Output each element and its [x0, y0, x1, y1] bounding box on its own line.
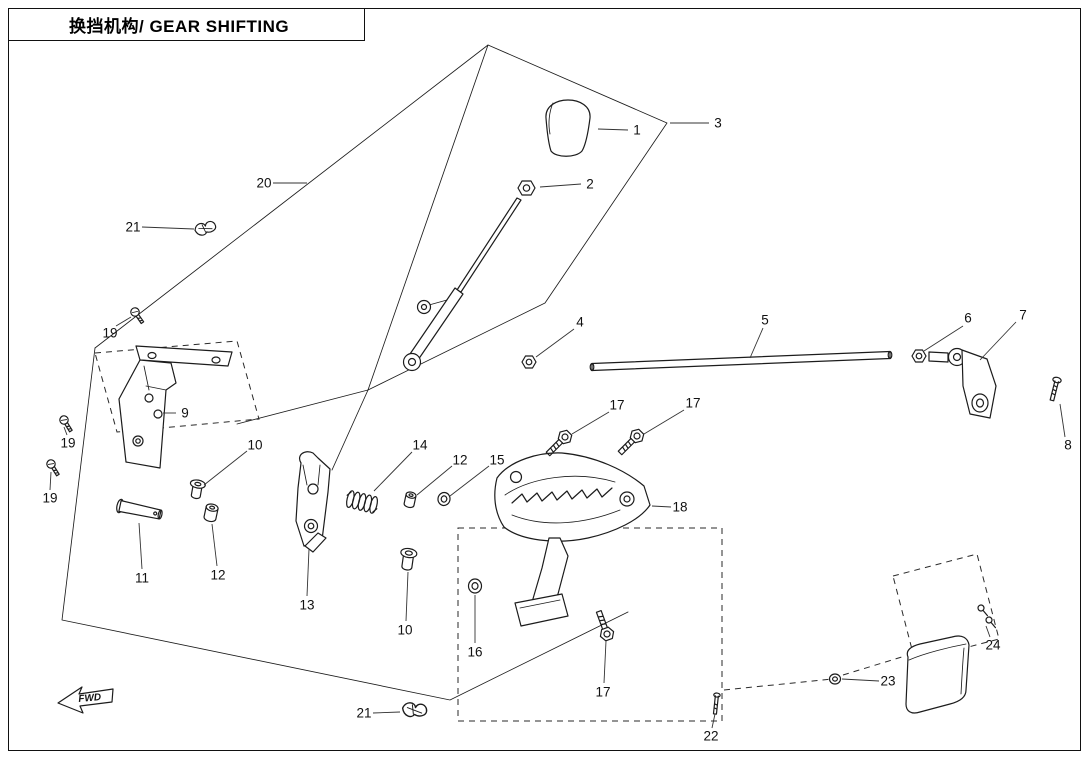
callout-21: 21: [356, 706, 371, 721]
leader-line-19: [115, 316, 132, 327]
callout-5: 5: [761, 313, 769, 328]
part-washer-15: [437, 491, 451, 507]
leader-line-12: [416, 465, 453, 496]
fwd-label: FWD: [78, 692, 102, 705]
leader-line-10: [203, 450, 248, 486]
callout-12: 12: [210, 568, 225, 583]
part-shift-arm: [928, 347, 997, 419]
callout-13: 13: [299, 598, 314, 613]
callout-16: 16: [467, 645, 482, 660]
callout-19: 19: [60, 436, 75, 451]
part-washer-16: [467, 578, 483, 594]
part-gear-lever: [402, 197, 522, 372]
leader-line-4: [535, 328, 575, 358]
part-washer-23: [828, 673, 842, 685]
leader-line-21: [141, 226, 195, 230]
callout-3: 3: [714, 116, 722, 131]
callout-20: 20: [256, 176, 271, 191]
leader-line-24: [985, 625, 991, 638]
callout-11: 11: [135, 571, 149, 586]
callout-24: 24: [985, 638, 1001, 653]
callout-14: 14: [412, 438, 428, 453]
callout-8: 8: [1064, 438, 1072, 453]
leader-line-12: [211, 523, 218, 567]
page-border: [8, 8, 1081, 751]
part-clip-21b: [400, 701, 429, 720]
leader-line-7: [979, 321, 1017, 361]
leader-line-23: [841, 678, 880, 682]
part-spacer-a: [203, 503, 219, 523]
callout-10: 10: [397, 623, 412, 638]
page-title: 换挡机构/ GEAR SHIFTING: [69, 17, 290, 36]
leader-line-17: [643, 409, 685, 435]
leader-line-22: [711, 713, 716, 729]
callout-7: 7: [1019, 308, 1027, 323]
part-tie-rod: [589, 350, 893, 372]
callout-17: 17: [685, 396, 700, 411]
part-clip-21a: [193, 219, 218, 238]
callout-18: 18: [672, 500, 687, 515]
callout-22: 22: [703, 729, 718, 744]
callout-17: 17: [595, 685, 610, 700]
part-cotter-pin: [712, 692, 721, 715]
leader-line-14: [373, 451, 413, 492]
part-pedal-pad: [905, 635, 970, 714]
leader-line-10: [405, 571, 409, 622]
part-bushing-b: [400, 547, 418, 571]
part-bolt-17b: [614, 426, 647, 459]
part-mount-bracket: [118, 345, 233, 469]
part-shift-knob: [545, 99, 591, 157]
leader-line-19: [63, 426, 68, 436]
callout-12: 12: [452, 453, 467, 468]
part-bushing-a: [189, 479, 206, 500]
leader-line-5: [749, 327, 764, 359]
part-pivot-pin: [116, 498, 163, 520]
leader-line-21: [372, 711, 401, 714]
leader-line-1: [597, 128, 629, 131]
part-rod-nut-right: [911, 349, 927, 363]
part-spring: [346, 490, 378, 514]
callout-10: 10: [247, 438, 262, 453]
callout-15: 15: [489, 453, 504, 468]
callout-1: 1: [633, 123, 641, 138]
part-spacer-b: [403, 491, 417, 509]
part-screw-19c: [44, 457, 63, 478]
callout-9: 9: [181, 406, 189, 421]
part-arm-bolt: [1049, 376, 1062, 402]
callout-21: 21: [125, 220, 140, 235]
leader-line-13: [306, 548, 310, 597]
leader-line-6: [923, 325, 964, 352]
leader-line-17: [571, 411, 610, 435]
part-bolt-17c: [591, 608, 617, 643]
part-screw-19a: [128, 305, 147, 326]
title-box: 换挡机构/ GEAR SHIFTING: [8, 8, 365, 41]
part-shift-quadrant: [494, 452, 651, 627]
callout-6: 6: [964, 311, 972, 326]
fwd-arrow: FWD: [57, 686, 114, 714]
part-shift-bracket: [295, 451, 331, 553]
leader-line-2: [539, 183, 582, 188]
leader-line-11: [138, 522, 143, 570]
part-pad-screws: [977, 604, 997, 629]
callout-23: 23: [880, 674, 895, 689]
callout-19: 19: [42, 491, 57, 506]
callout-2: 2: [586, 177, 594, 192]
leader-line-17: [603, 640, 607, 684]
leader-line-18: [651, 505, 672, 508]
part-screw-19b: [57, 413, 76, 434]
leader-line-15: [449, 465, 490, 497]
leader-line-19: [49, 471, 52, 491]
callout-4: 4: [576, 315, 584, 330]
callout-19: 19: [102, 326, 117, 341]
callout-17: 17: [609, 398, 624, 413]
leader-line-8: [1059, 403, 1066, 438]
part-knob-nut: [517, 180, 536, 196]
part-rod-nut-left: [521, 355, 537, 369]
